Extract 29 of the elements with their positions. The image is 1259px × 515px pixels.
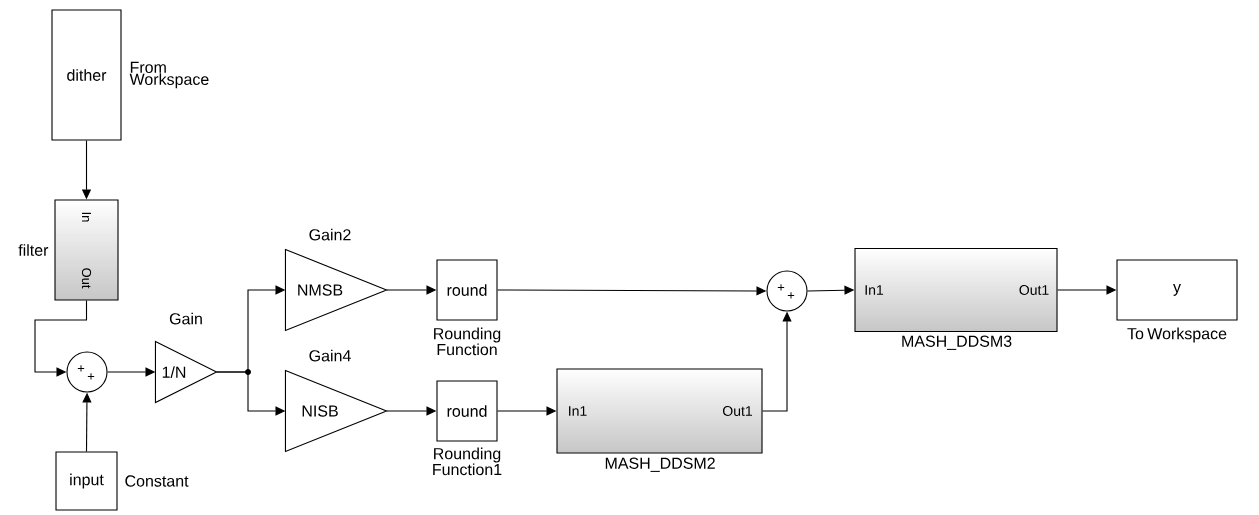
node-label: In1 bbox=[865, 285, 884, 295]
gain-triangle: 1/N bbox=[154, 340, 218, 404]
subsystem-block: In1 Out1 bbox=[854, 247, 1058, 333]
block-box: input bbox=[55, 451, 118, 511]
block-label: To Workspace bbox=[1127, 327, 1227, 343]
block-label: Constant bbox=[125, 475, 189, 487]
node-label: In bbox=[82, 212, 91, 222]
node-label: Out1 bbox=[1019, 285, 1049, 295]
block-label: MASH_DDSM2 bbox=[605, 457, 715, 472]
block-label: Gain4 bbox=[309, 349, 351, 362]
block-label: Gain2 bbox=[309, 228, 351, 241]
block-label: filter bbox=[18, 244, 49, 256]
block-label: Rounding Function bbox=[434, 327, 501, 356]
node-label: In1 bbox=[569, 406, 587, 416]
subsystem-block: In1 Out1 bbox=[556, 368, 763, 454]
subsystem-block: In Out bbox=[54, 199, 119, 301]
block-box: dither bbox=[51, 9, 122, 141]
arrow bbox=[34, 300, 88, 377]
node-label: Out bbox=[81, 268, 92, 289]
block-box: round bbox=[436, 380, 498, 442]
block-box: y bbox=[1116, 259, 1238, 321]
gain-triangle: NISB bbox=[284, 369, 389, 453]
block-box: round bbox=[436, 259, 498, 321]
block-label: Rounding Function1 bbox=[433, 447, 502, 476]
block-label: MASH_DDSM3 bbox=[902, 335, 1012, 350]
block-label: From Workspace bbox=[129, 61, 209, 89]
gain-triangle: NMSB bbox=[284, 248, 389, 332]
node-label: Out1 bbox=[722, 406, 752, 416]
block-label: Gain bbox=[169, 312, 202, 325]
